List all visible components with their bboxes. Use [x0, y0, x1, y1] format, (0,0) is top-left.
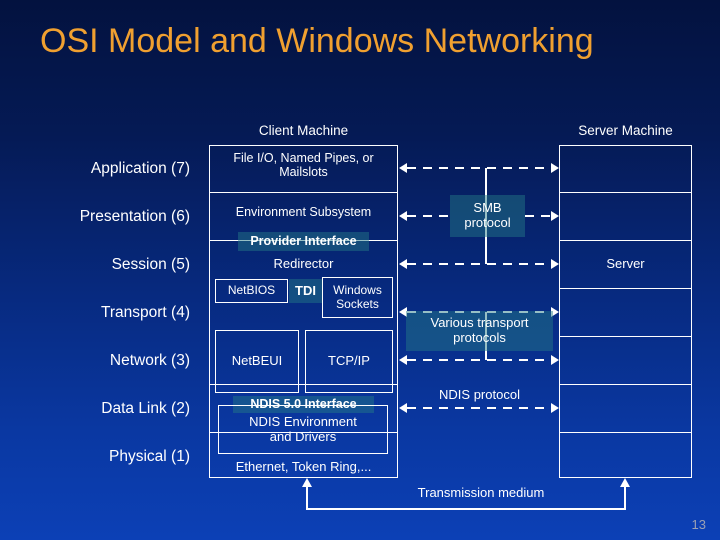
smb-protocol-label: SMB protocol [450, 195, 525, 237]
client-application-row: File I/O, Named Pipes, or Mailslots [233, 151, 374, 179]
transmission-medium-label: Transmission medium [417, 485, 545, 500]
osi-layer-label-presentation: Presentation (6) [79, 208, 190, 225]
server-row-session: Server [606, 256, 645, 271]
server-machine-stack: Server [559, 145, 692, 478]
client-divider-1 [210, 192, 397, 193]
client-machine-stack: File I/O, Named Pipes, or Mailslots Envi… [209, 145, 398, 478]
server-divider-4 [560, 336, 691, 337]
client-divider-3 [210, 384, 397, 385]
client-windows-sockets-box: Windows Sockets [322, 277, 393, 318]
osi-layer-label-application: Application (7) [90, 160, 190, 177]
server-divider-1 [560, 192, 691, 193]
osi-layer-label-session: Session (5) [111, 256, 190, 273]
client-physical-media: Ethernet, Token Ring,... [235, 459, 372, 474]
server-row-presentation [560, 208, 691, 228]
server-row-application [560, 160, 691, 180]
page-title: OSI Model and Windows Networking [40, 22, 594, 60]
server-divider-5 [560, 384, 691, 385]
client-ndis-interface-label: NDIS 5.0 Interface [233, 396, 374, 413]
client-divider-4 [210, 432, 397, 433]
client-redirector: Redirector [273, 256, 334, 271]
transport-connector-line [485, 312, 487, 360]
server-row-datalink [560, 400, 691, 420]
client-tdi-label: TDI [289, 279, 322, 303]
smb-connector-line [485, 168, 487, 264]
server-row-transport [560, 304, 691, 324]
client-divider-2 [210, 240, 397, 241]
osi-layer-label-list: Application (7) Presentation (6) Session… [20, 145, 198, 481]
client-netbios-box: NetBIOS [215, 279, 288, 303]
client-tcpip-box: TCP/IP [305, 330, 393, 393]
client-environment-subsystem: Environment Subsystem [235, 205, 372, 219]
server-divider-3 [560, 288, 691, 289]
osi-layer-label-physical: Physical (1) [109, 448, 190, 465]
osi-layer-label-transport: Transport (4) [100, 304, 190, 321]
client-machine-heading: Client Machine [258, 123, 349, 138]
page-number: 13 [691, 517, 706, 532]
various-transport-protocols-label: Various transport protocols [406, 311, 553, 351]
server-divider-2 [560, 240, 691, 241]
server-row-network [560, 352, 691, 372]
client-ndis-environment-box: NDIS Environment and Drivers [218, 405, 388, 454]
server-divider-6 [560, 432, 691, 433]
ndis-protocol-label: NDIS protocol [439, 387, 520, 402]
client-netbeui-box: NetBEUI [215, 330, 299, 393]
server-row-physical [560, 448, 691, 468]
server-machine-heading: Server Machine [578, 123, 673, 138]
client-provider-interface: Provider Interface [238, 232, 369, 251]
osi-layer-label-network: Network (3) [109, 352, 190, 369]
osi-layer-label-datalink: Data Link (2) [101, 400, 190, 417]
